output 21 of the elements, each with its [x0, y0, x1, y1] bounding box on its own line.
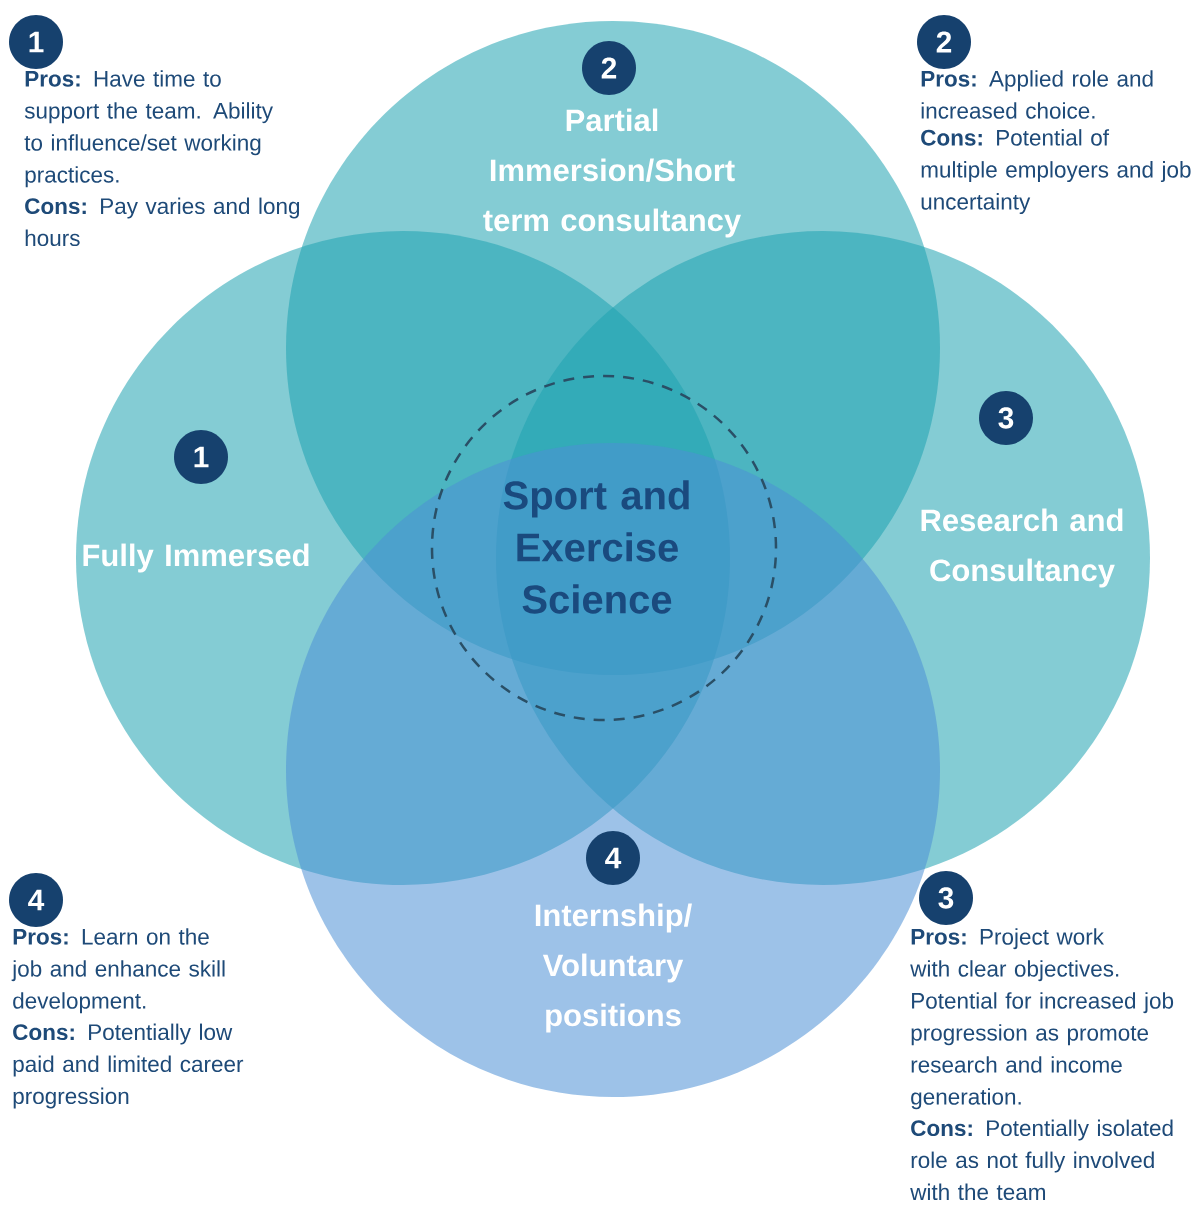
note-text: Pros: Applied role and increased choice. [921, 70, 1153, 119]
number-badge: 4 [586, 831, 640, 885]
number-badge: 1 [174, 430, 228, 484]
note-text: Pros: Project work with clear objectives. Potential for increased job progression as promote research and income generation. [910, 928, 1174, 1110]
circle-label: Internship/ Voluntary positions [535, 903, 692, 1033]
note-text: Cons: Potentially isolated role as not fully involved with the team [910, 1119, 1173, 1201]
number-badge: 1 [9, 15, 63, 69]
number-badge: 4 [9, 873, 63, 927]
centre-label: Sport and Exercise Science [503, 480, 689, 614]
circle-label: Research and Consultancy [921, 508, 1123, 588]
note-text: Cons: Pay varies and long hours [25, 197, 300, 247]
number-badge: 2 [917, 15, 971, 69]
number-badge: 3 [979, 391, 1033, 445]
note-text: Pros: Have time to support the team. Ability to influence/set working practices. [24, 70, 273, 188]
note-text: Cons: Potential of multiple employers and job uncertainty [921, 129, 1191, 215]
number-badge: 3 [919, 871, 973, 925]
number-badge: 2 [582, 41, 636, 95]
note-text: Cons: Potentially low paid and limited career progression [13, 1023, 244, 1109]
circle-label: Partial Immersion/Short term consultancy [483, 108, 741, 238]
note-text: Pros: Learn on the job and enhance skill development. [11, 928, 225, 1014]
circle-label: Fully Immersed [83, 543, 309, 573]
